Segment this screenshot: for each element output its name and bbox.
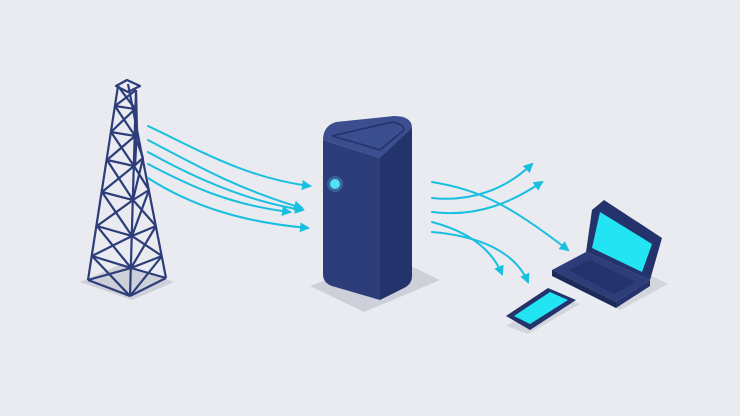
smartphone-icon (506, 288, 580, 334)
router-status-led (330, 179, 340, 189)
router-icon (310, 116, 440, 312)
laptop-screen (592, 212, 652, 272)
incoming-signal-arrow (147, 139, 304, 211)
tower-shadow (80, 264, 174, 300)
outgoing-signal-arrows (431, 162, 570, 284)
incoming-signal-arrows (147, 125, 312, 233)
incoming-signal-arrow (147, 177, 310, 233)
incoming-signal-arrow (147, 125, 312, 190)
outgoing-signal-arrow (431, 231, 530, 284)
outgoing-signal-arrow (431, 162, 534, 200)
phone-screen (514, 292, 568, 324)
laptop-keyboard (568, 260, 636, 294)
laptop-icon (552, 200, 668, 310)
outgoing-signal-arrow (431, 221, 504, 276)
outgoing-signal-arrow (431, 180, 544, 215)
outgoing-signal-arrow (431, 181, 570, 252)
cell-tower-icon (80, 78, 174, 300)
incoming-signal-arrow (147, 163, 292, 217)
